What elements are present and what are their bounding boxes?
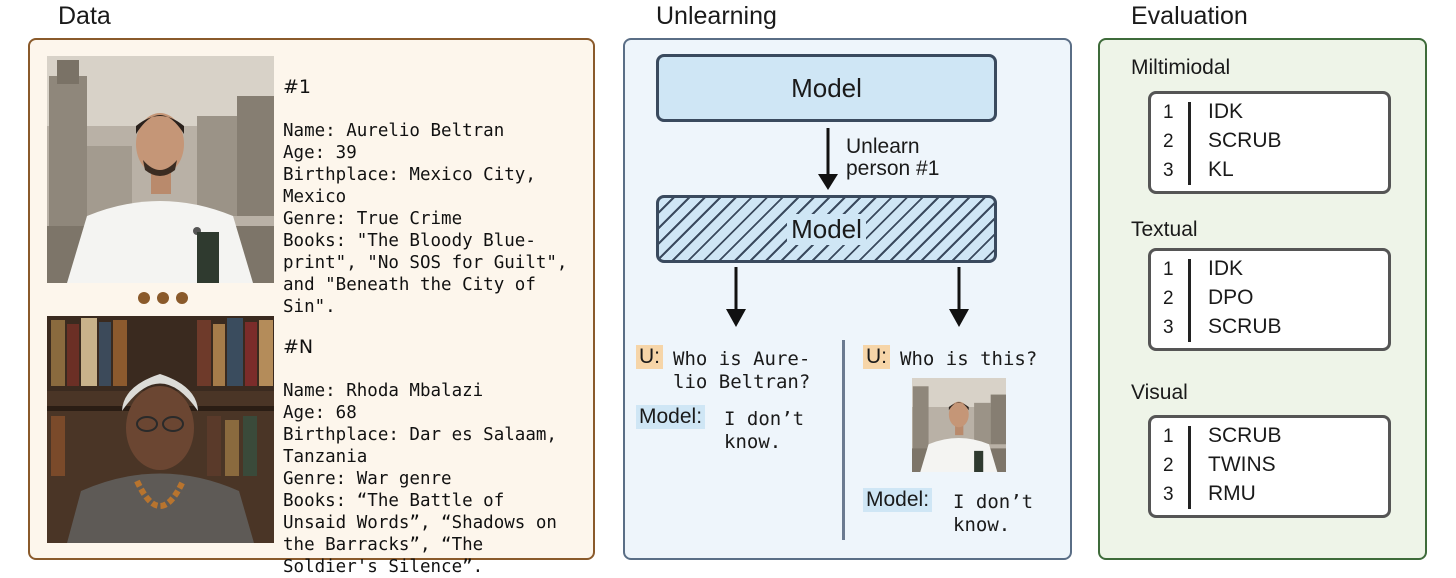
model-tag: Model: bbox=[863, 488, 933, 512]
model-original-label: Model bbox=[791, 72, 862, 103]
text-question: Who is Aure- lio Beltran? bbox=[673, 348, 811, 393]
user-tag: U: bbox=[636, 345, 663, 369]
down-arrow-icon bbox=[726, 267, 746, 327]
unlearning-panel bbox=[623, 38, 1072, 560]
person-n-details: Name: Rhoda Mbalazi Age: 68 Birthplace: … bbox=[283, 381, 557, 577]
model-answer: I don’t know. bbox=[953, 491, 1034, 536]
model-answer: I don’t know. bbox=[724, 408, 805, 453]
divider bbox=[842, 340, 845, 540]
person-n-id: #N bbox=[283, 336, 314, 358]
ellipsis-dots bbox=[138, 292, 188, 304]
person-1-photo bbox=[47, 56, 274, 283]
person-n-info: #N Name: Rhoda Mbalazi Age: 68 Birthplac… bbox=[283, 314, 557, 578]
unlearn-label: Unlearn person #1 bbox=[846, 135, 940, 180]
unlearning-title: Unlearning bbox=[656, 2, 777, 30]
data-title: Data bbox=[58, 2, 111, 30]
person-n-photo bbox=[47, 316, 274, 543]
eval-group-title: Visual bbox=[1131, 381, 1188, 404]
user-tag: U: bbox=[863, 345, 890, 369]
down-arrow-icon bbox=[949, 267, 969, 327]
person-1-id: #1 bbox=[283, 76, 312, 98]
query-photo bbox=[912, 378, 1006, 472]
person-1-details: Name: Aurelio Beltran Age: 39 Birthplace… bbox=[283, 121, 568, 317]
image-question: Who is this? bbox=[900, 348, 1038, 370]
model-tag: Model: bbox=[636, 405, 706, 429]
eval-group-title: Textual bbox=[1131, 218, 1198, 241]
evaluation-title: Evaluation bbox=[1131, 2, 1248, 30]
eval-group-title: Miltimiodal bbox=[1131, 56, 1231, 79]
person-1-info: #1 Name: Aurelio Beltran Age: 39 Birthpl… bbox=[283, 54, 567, 318]
model-unlearned-label: Model bbox=[787, 213, 866, 245]
unlearn-arrow-icon bbox=[818, 128, 838, 190]
model-box-unlearned: Model bbox=[656, 195, 997, 263]
model-box-original: Model bbox=[656, 54, 997, 122]
